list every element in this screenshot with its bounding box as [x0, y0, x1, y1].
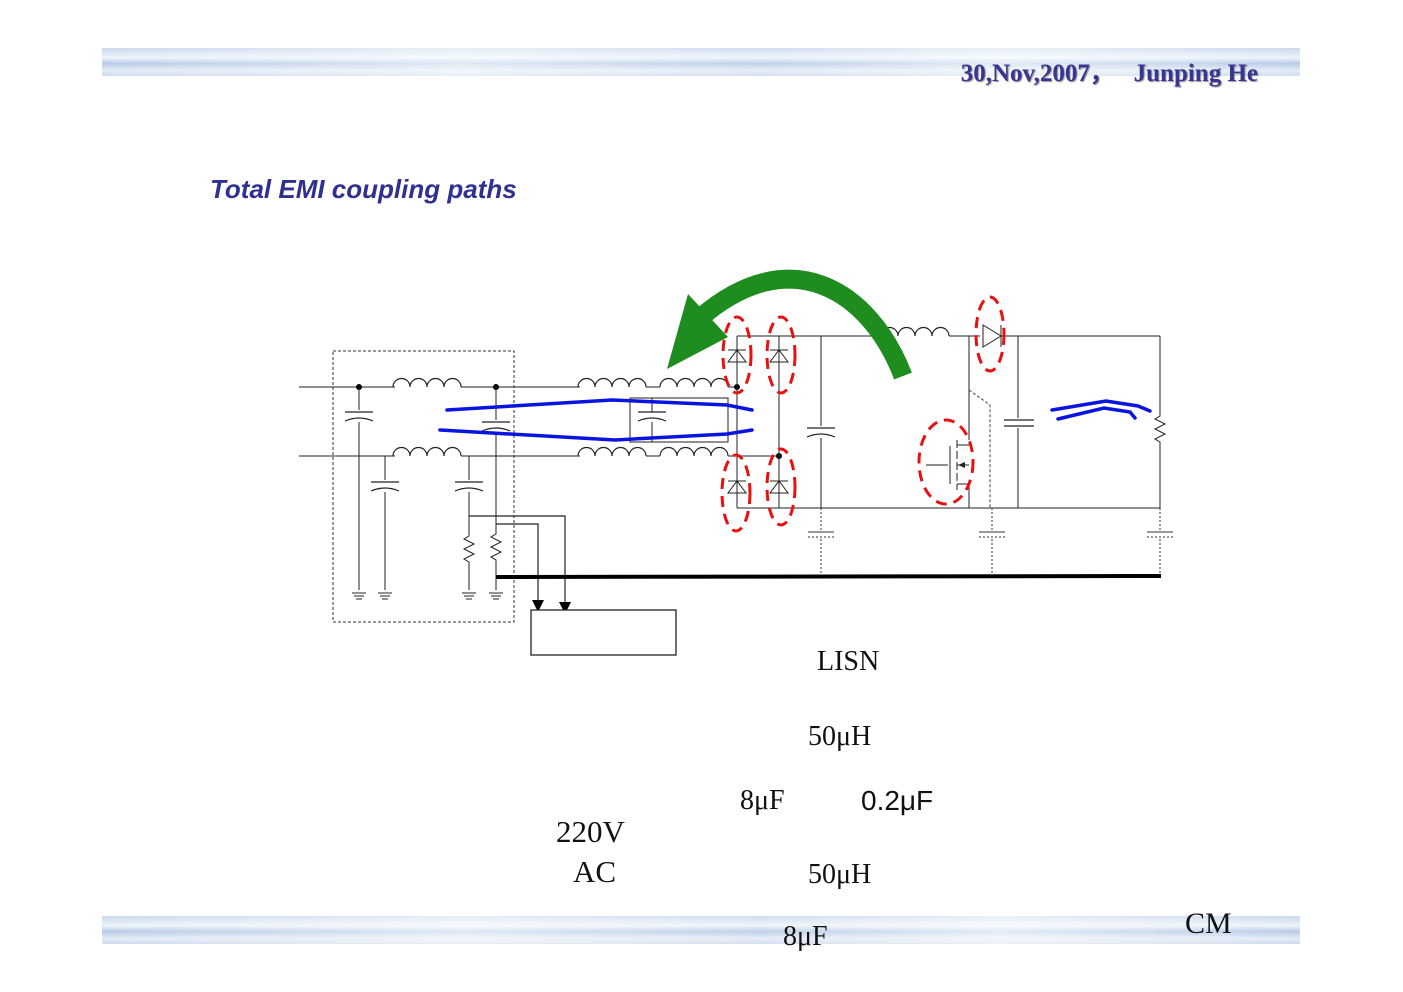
ground-symbol [377, 592, 393, 600]
coupling-path-lines [438, 398, 1152, 442]
footer-band [102, 916, 1300, 944]
bridge-diode [727, 341, 747, 371]
header-date: 30,Nov,2007 [960, 60, 1090, 87]
header-author: Junping He [1133, 60, 1258, 87]
bridge-diode [769, 472, 789, 502]
label-mode: CM [1185, 907, 1232, 940]
coupling-path-bottom [438, 428, 754, 442]
coupling-path-output-2 [1056, 406, 1137, 421]
coupling-arrow-head [667, 294, 728, 369]
ground-symbol [488, 592, 504, 600]
coupling-arrow-body [693, 269, 912, 380]
slide-title: Total EMI coupling paths [210, 174, 517, 204]
filter-choke-bottom [577, 446, 647, 457]
lisn-inductor-top [392, 377, 462, 388]
lisn-enclosure [332, 350, 515, 623]
hotspot-diode [720, 453, 752, 533]
ground-symbol [351, 592, 367, 600]
filter-choke-top-2 [659, 377, 729, 388]
label-cap-bottom: 8μF [783, 921, 828, 952]
measure-lead [496, 523, 544, 612]
label-source-voltage: 220V [556, 814, 625, 849]
label-cap-right: 0.2μF [861, 785, 934, 816]
label-source-type: AC [573, 854, 617, 889]
coupling-path-top [445, 398, 754, 412]
label-inductor-bottom: 50μH [808, 859, 872, 890]
bridge-diode [769, 341, 789, 371]
parasitic-capacitors [808, 508, 1173, 576]
label-cap-left: 8μF [740, 785, 785, 816]
header-band [102, 48, 1300, 76]
receiver-box [530, 609, 677, 656]
bridge-diode [727, 472, 747, 502]
filter-core [629, 397, 729, 443]
lisn-capacitor [370, 481, 400, 492]
hotspot-diode [765, 447, 797, 527]
header-separator: ， [1089, 60, 1115, 87]
label-lisn: LISN [817, 646, 880, 677]
header-credit: 30,Nov,2007， Junping He [961, 53, 1258, 89]
label-inductor-top: 50μH [808, 721, 872, 752]
measure-lead [469, 515, 571, 614]
ground-symbol [461, 592, 477, 600]
hotspot-diode [721, 315, 753, 395]
boost-diode [982, 324, 1002, 348]
bulk-capacitor [806, 427, 836, 438]
hotspot-mosfet [917, 418, 975, 506]
lisn-capacitor [481, 421, 511, 432]
load-resistor [1154, 409, 1166, 449]
hotspot-diode [765, 315, 797, 395]
lisn-resistor [463, 529, 475, 569]
noise-hotspots [720, 295, 1006, 533]
coupling-path-output [1050, 399, 1152, 413]
filter-choke-top [577, 377, 647, 388]
filter-x-capacitor [637, 411, 667, 422]
lisn-inductor-bottom [392, 446, 462, 457]
lisn-capacitor [344, 411, 374, 422]
lisn-capacitor [454, 481, 484, 492]
hotspot-boost-diode [974, 295, 1006, 373]
lisn-resistor [490, 527, 502, 567]
filter-choke-bottom-2 [659, 446, 729, 457]
ground-plane [495, 574, 1162, 579]
